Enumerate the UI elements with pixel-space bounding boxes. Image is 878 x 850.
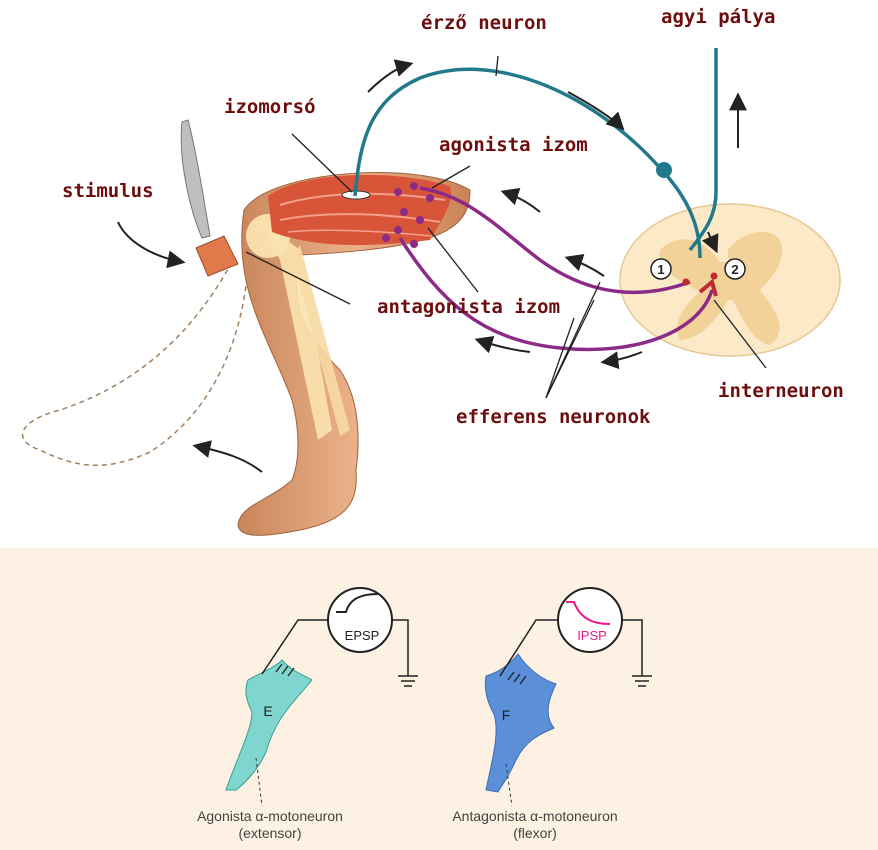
efferent-neuron-agonist xyxy=(419,186,691,295)
arrow-icon xyxy=(192,440,263,473)
extensor-motoneuron xyxy=(225,659,313,791)
flow-arrows xyxy=(117,59,747,473)
flexor-caption-line2: (flexor) xyxy=(513,824,557,841)
arrow-icon xyxy=(117,221,186,269)
extensor-caption-line1: Agonista α-motoneuron xyxy=(197,808,343,824)
sensory-neuron-label: érző neuron xyxy=(421,12,547,34)
svg-text:F: F xyxy=(502,707,511,723)
ground-icon xyxy=(632,675,652,687)
interneuron-label: interneuron xyxy=(718,380,844,402)
svg-text:2: 2 xyxy=(731,262,738,277)
efferent-neurons-label: efferens neuronok xyxy=(456,406,651,428)
sensory-neuron xyxy=(353,67,702,259)
spinal-cord-cross-section xyxy=(619,203,841,357)
reflex-hammer-icon xyxy=(180,119,239,277)
svg-text:1: 1 xyxy=(657,262,664,277)
leg-ghost-outline xyxy=(21,261,249,466)
thigh-muscle-group xyxy=(268,174,451,246)
brain-pathway-neuron xyxy=(688,48,718,252)
antagonist-muscle-label: antagonista izom xyxy=(377,296,561,318)
svg-text:EPSP: EPSP xyxy=(345,628,380,643)
ground-icon xyxy=(398,675,418,687)
flexor-caption: Antagonista α-motoneuron (flexor) xyxy=(430,808,640,842)
flexor-recording: F IPSP xyxy=(484,587,652,807)
flexor-caption-line1: Antagonista α-motoneuron xyxy=(452,808,618,824)
flexor-motoneuron xyxy=(484,653,557,793)
extensor-recording: E EPSP xyxy=(225,587,418,807)
extensor-caption-line2: (extensor) xyxy=(238,824,302,841)
motoneuron-recording-panel xyxy=(0,548,878,850)
agonist-muscle-label: agonista izom xyxy=(439,134,588,156)
extensor-caption: Agonista α-motoneuron (extensor) xyxy=(170,808,370,842)
arrow-icon xyxy=(367,59,414,93)
muscle-spindle-label: izomorsó xyxy=(224,96,316,118)
brain-pathway-label: agyi pálya xyxy=(661,6,776,28)
arrow-icon xyxy=(474,336,531,354)
nerve-endings-agonist xyxy=(394,182,434,224)
sensory-neuron-cell-body xyxy=(656,162,672,178)
svg-text:E: E xyxy=(263,703,272,719)
efferent-neuron-antagonist xyxy=(398,237,714,352)
arrow-icon xyxy=(500,188,541,213)
svg-text:IPSP: IPSP xyxy=(577,628,607,643)
arrow-icon xyxy=(701,231,719,254)
arrow-icon xyxy=(600,351,643,370)
arrow-icon xyxy=(564,254,605,277)
marker-1: 1 xyxy=(650,258,672,280)
arrow-icon xyxy=(567,91,625,131)
stimulus-label: stimulus xyxy=(62,180,154,202)
leader-lines xyxy=(245,55,767,399)
marker-2: 2 xyxy=(724,258,746,280)
interneuron-synapse xyxy=(682,272,718,297)
nerve-endings-antagonist xyxy=(382,226,418,248)
